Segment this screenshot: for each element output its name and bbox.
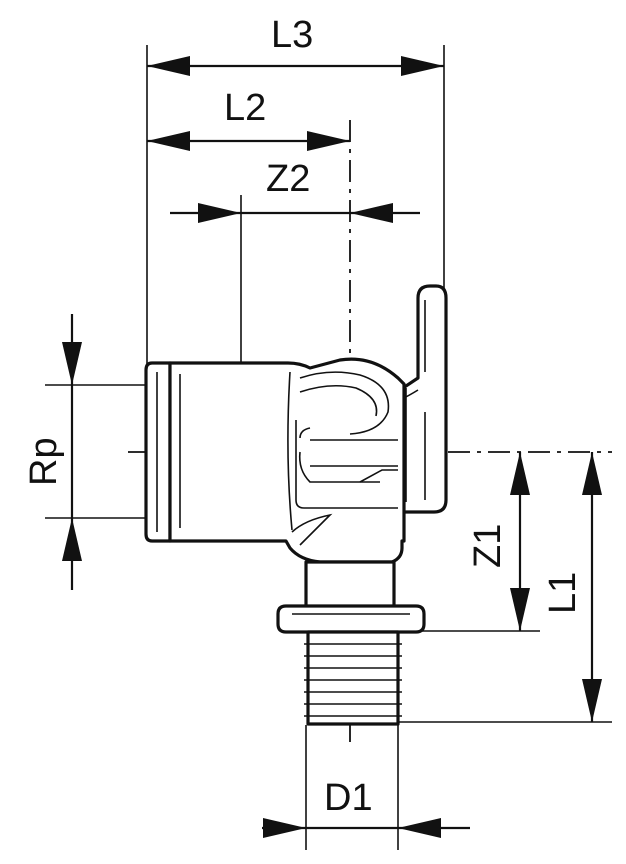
extension-lines xyxy=(45,45,612,850)
press-collar xyxy=(276,604,426,634)
label-z2: Z2 xyxy=(266,158,310,200)
label-l3: L3 xyxy=(271,14,313,56)
dimension-d1: D1 xyxy=(262,777,470,838)
dimension-rp: Rp xyxy=(23,314,82,590)
fitting-body xyxy=(144,284,448,726)
press-neck xyxy=(304,560,396,610)
dimension-z1: Z1 xyxy=(467,452,530,631)
label-l1: L1 xyxy=(542,572,584,614)
dimension-l1: L1 xyxy=(542,452,602,722)
insert-ribs xyxy=(304,643,402,717)
label-rp: Rp xyxy=(23,437,65,486)
dimension-l3: L3 xyxy=(147,14,444,76)
ribbed-insert xyxy=(306,630,400,726)
wall-plate xyxy=(398,284,448,514)
dimension-l2: L2 xyxy=(147,87,350,151)
label-d1: D1 xyxy=(324,777,373,819)
elbow-body xyxy=(168,357,406,564)
dimension-z2: Z2 xyxy=(170,158,420,223)
label-z1: Z1 xyxy=(467,524,509,568)
label-l2: L2 xyxy=(224,87,266,129)
inlet-collar xyxy=(144,361,172,543)
